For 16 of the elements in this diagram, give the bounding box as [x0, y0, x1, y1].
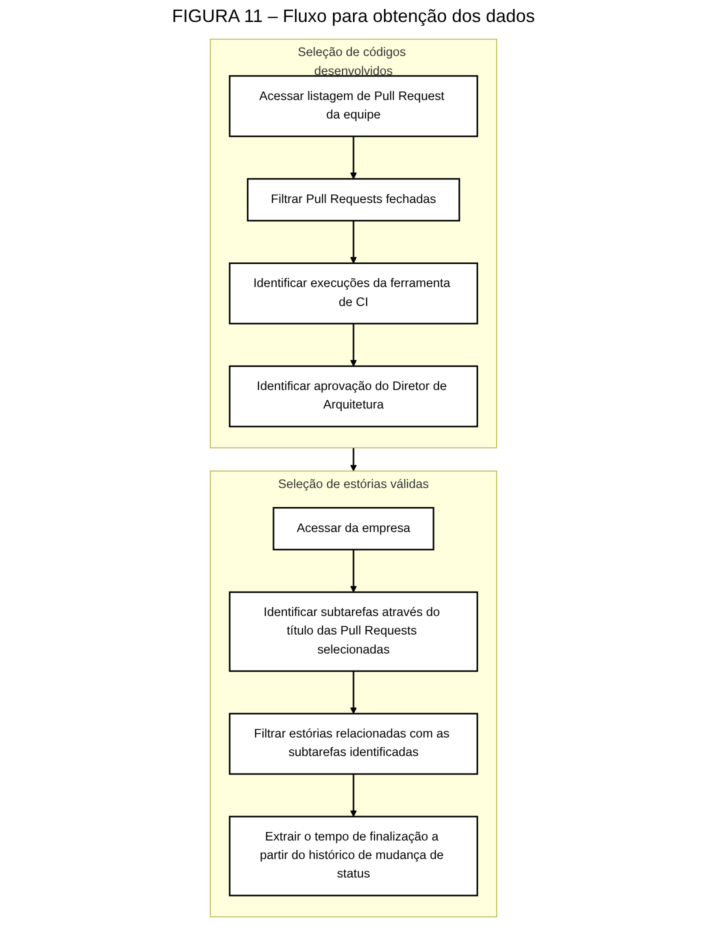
arrow	[350, 448, 357, 472]
node-box: Acessar listagem de Pull Request da equipe	[228, 75, 478, 138]
node-box: Filtrar Pull Requests fechadas	[246, 178, 460, 222]
arrow	[350, 774, 357, 817]
arrow	[350, 671, 357, 714]
figure-title: FIGURA 11 – Fluxo para obtenção dos dados	[171, 5, 536, 28]
arrow	[350, 550, 357, 592]
node-box: Acessar da empresa	[272, 507, 434, 550]
node-box: Identificar aprovação do Diretor de Arquitetura	[228, 365, 478, 428]
node-box: Filtrar estórias relacionadas com as subtarefas identificadas	[228, 712, 478, 775]
node-box: Identificar subtarefas através do título das Pull Requests selecionadas	[228, 591, 478, 672]
arrow	[350, 136, 357, 180]
arrow	[350, 324, 357, 366]
node-box: Identificar execuções da ferramenta de CI	[228, 262, 478, 324]
node-box: Extrair o tempo de finalização a partir do histórico de mudança de status	[228, 816, 478, 896]
arrow	[350, 220, 357, 264]
